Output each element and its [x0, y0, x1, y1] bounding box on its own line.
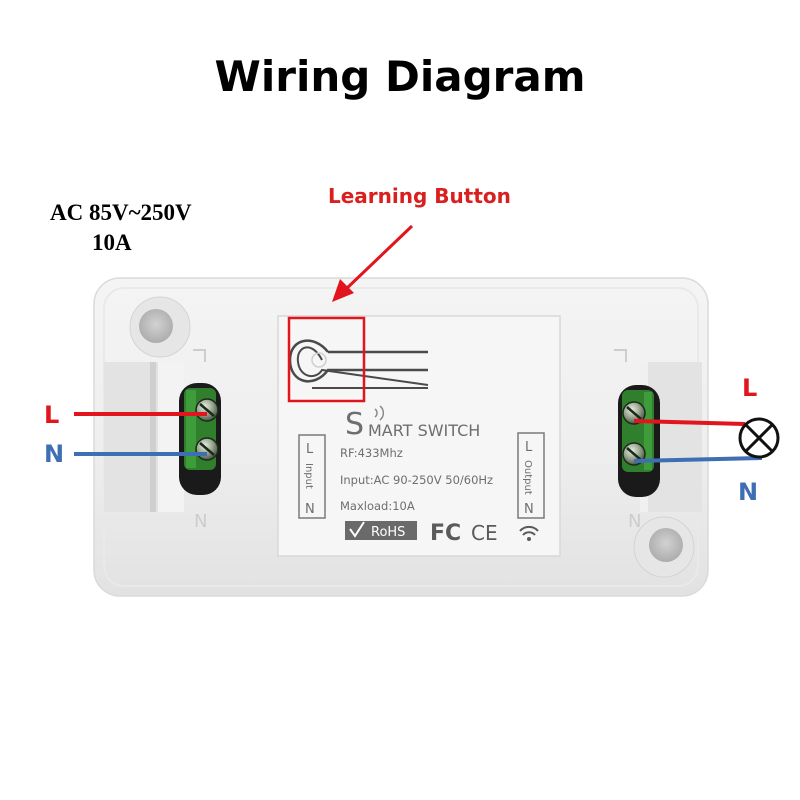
- brand-initial: S: [345, 407, 364, 442]
- output-box-n: N: [524, 502, 534, 517]
- output-neutral-label: N: [738, 478, 759, 506]
- ce-mark: CE: [471, 521, 498, 545]
- output-live-label: L: [742, 374, 758, 402]
- rf-spec: RF:433Mhz: [340, 446, 403, 460]
- fcc-mark: FC: [430, 521, 461, 546]
- mounting-hole-bottom-right: [633, 516, 695, 578]
- housing-mark-left-n: N: [194, 511, 207, 532]
- input-live-label: L: [44, 401, 60, 429]
- rohs-badge: RoHS: [345, 521, 417, 540]
- voltage-spec: AC 85V~250V: [50, 200, 192, 225]
- input-spec: Input:AC 90-250V 50/60Hz: [340, 473, 493, 487]
- output-box-text: Output: [522, 460, 533, 495]
- learning-button-label: Learning Button: [328, 184, 511, 208]
- maxload-spec: Maxload:10A: [340, 499, 415, 513]
- output-live-wire: [633, 419, 746, 426]
- output-box-l: L: [525, 440, 533, 455]
- housing-mark-right-n: N: [628, 511, 641, 532]
- output-label-box: L Output N: [517, 432, 545, 519]
- input-box-n: N: [305, 502, 315, 517]
- input-box-text: Input: [303, 463, 314, 489]
- input-label-box: L Input N: [298, 434, 326, 519]
- brand-name: MART SWITCH: [368, 421, 480, 440]
- mounting-hole-top-left: [129, 296, 191, 358]
- learning-button-arrow: [332, 224, 414, 302]
- rohs-text: RoHS: [371, 525, 405, 540]
- lamp-icon: [738, 417, 780, 459]
- page-title: Wiring Diagram: [214, 52, 586, 101]
- input-neutral-label: N: [44, 440, 65, 468]
- input-terminal-block: [179, 383, 221, 495]
- output-terminal-block: [618, 385, 660, 497]
- current-spec: 10A: [92, 230, 132, 255]
- input-box-l: L: [306, 442, 314, 457]
- learning-button-highlight: [287, 316, 366, 403]
- wifi-icon: [519, 525, 539, 541]
